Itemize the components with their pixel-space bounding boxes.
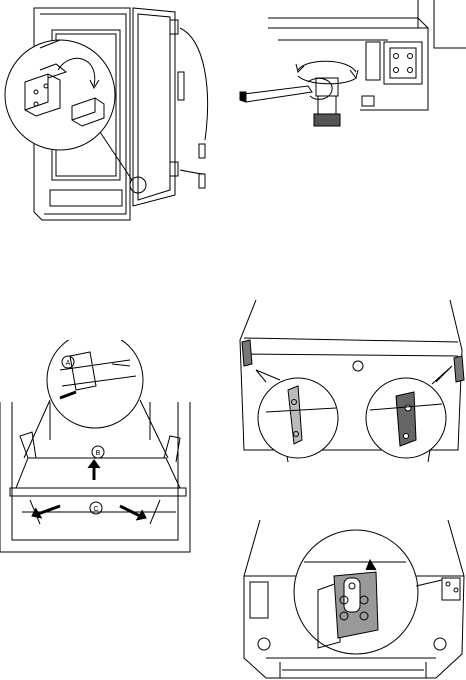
bottom-hinge-figure: [236, 520, 466, 680]
callout-a-label: A: [66, 360, 71, 367]
callout-b-label: B: [96, 450, 101, 457]
door-hinge-diagram: [0, 0, 225, 225]
rear-brackets-figure: [236, 300, 466, 470]
bracket-diagram: [236, 300, 466, 470]
bottom-hinge-diagram: [236, 520, 466, 680]
shelf-diagram: A B C: [0, 340, 205, 560]
foot-adjust-wrench-figure: [238, 0, 466, 140]
wrench-diagram: [238, 0, 466, 140]
door-hinge-transfer-figure: [0, 0, 225, 225]
callout-c-label: C: [93, 506, 98, 513]
shelf-removal-figure: A B C: [0, 340, 205, 560]
